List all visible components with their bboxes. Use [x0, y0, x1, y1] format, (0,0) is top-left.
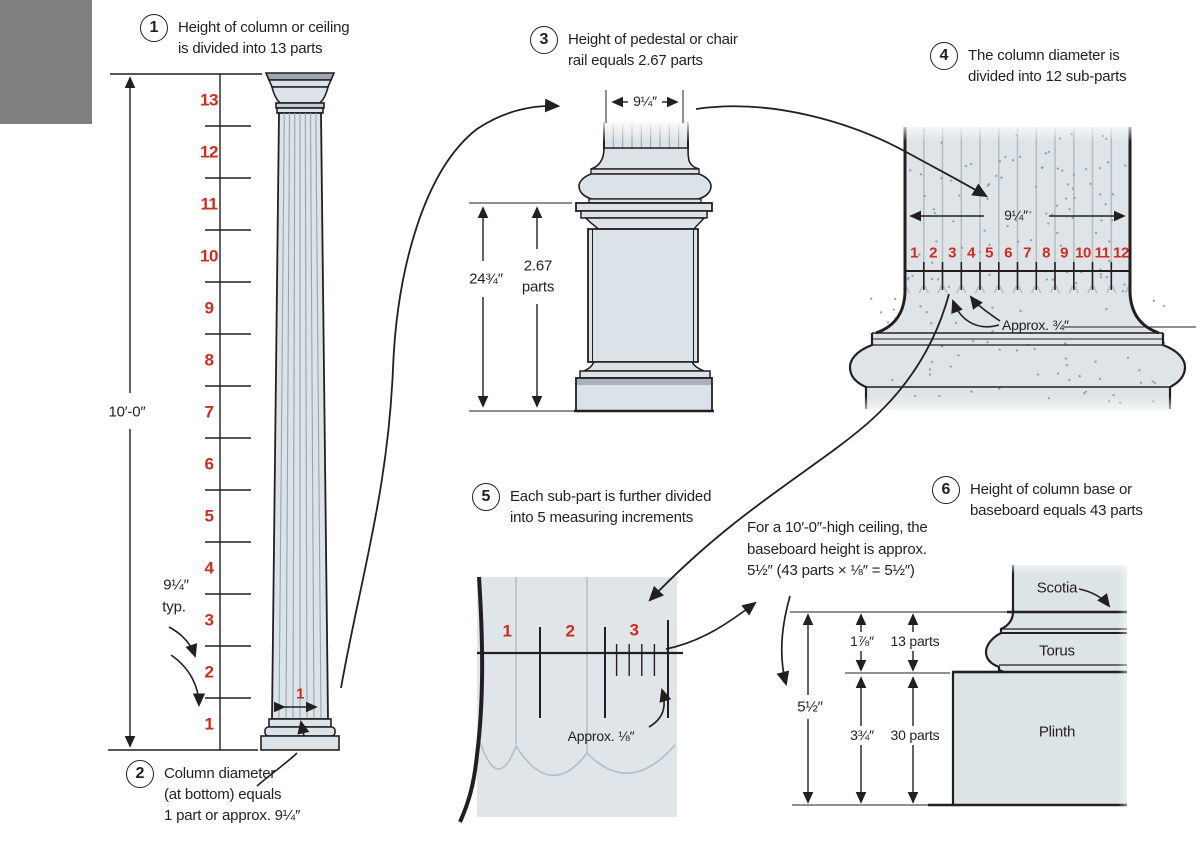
baseboard-note: For a 10′-0″-high ceiling, the baseboard…: [747, 519, 928, 579]
connector-arrow-base-to-subpart: [648, 293, 950, 602]
note-6-number-badge: 6: [932, 476, 960, 504]
scale-part-label: 5: [204, 506, 214, 526]
increment-width-dim: Approx. ⅛″: [567, 728, 635, 744]
note-1-number: 1: [149, 19, 159, 36]
sub-part-label: 1: [910, 244, 918, 262]
note-2-text: Column diameter (at bottom) equals 1 par…: [164, 765, 301, 824]
page-corner-swatch: [0, 0, 92, 124]
note-5: 5 Each sub-part is further divided into …: [472, 483, 711, 528]
sub-part-label: 10: [1075, 244, 1091, 262]
sub-part-label: 6: [1004, 244, 1012, 262]
baseboard-profile-drawing: [665, 558, 1138, 810]
sub-part-label: 4: [967, 244, 975, 262]
note-6: 6 Height of column base or baseboard equ…: [932, 476, 1143, 521]
scale-part-label: 1: [204, 714, 214, 734]
connector-arrow-pedestal-to-base: [695, 105, 988, 198]
sub-part-label: 5: [985, 244, 993, 262]
note-1: 1 Height of column or ceiling is divided…: [140, 14, 350, 59]
pedestal-drawing: [469, 90, 714, 413]
note-3-number-badge: 3: [530, 26, 558, 54]
column-part-one-label: 1: [296, 685, 304, 703]
note-3: 3 Height of pedestal or chair rail equal…: [530, 26, 738, 71]
note-5-text: Each sub-part is further divided into 5 …: [510, 488, 712, 526]
note-4: 4 The column diameter is divided into 12…: [930, 42, 1127, 87]
sub-part-label: 3: [948, 244, 956, 262]
subpart-width-dim: Approx. ¾″: [1002, 317, 1069, 333]
cap-height-parts-dim: 13 parts: [890, 633, 940, 649]
scale-part-label: 12: [200, 142, 218, 162]
note-4-number: 4: [939, 47, 949, 64]
scale-part-label: 6: [204, 454, 214, 474]
plinth-height-inches-dim: 3¾″: [850, 727, 874, 743]
note-2: 2 Column diameter (at bottom) equals 1 p…: [126, 760, 300, 826]
scale-part-label: 2: [204, 662, 214, 682]
subpart-closeup-drawing: [458, 576, 683, 823]
connector-arrow-column-to-pedestal: [340, 98, 561, 689]
increment-label: 2: [565, 621, 575, 641]
note-2-number-badge: 2: [126, 760, 154, 788]
note-6-number: 6: [941, 481, 951, 498]
sub-part-label: 7: [1023, 244, 1031, 262]
pedestal-height-inches-dim: 24¾″: [469, 270, 503, 288]
part-typical-dim-line2: typ.: [162, 598, 186, 616]
sub-part-label: 9: [1060, 244, 1068, 262]
scale-part-label: 8: [204, 350, 214, 370]
note-3-number: 3: [539, 31, 549, 48]
increment-label: 3: [629, 620, 639, 640]
note-6-text: Height of column base or baseboard equal…: [970, 481, 1143, 519]
torus-label: Torus: [1039, 642, 1075, 660]
note-1-number-badge: 1: [140, 14, 168, 42]
note-1-text: Height of column or ceiling is divided i…: [178, 19, 350, 57]
scale-part-label: 3: [204, 610, 214, 630]
pedestal-height-parts-dim-line2: parts: [521, 278, 555, 296]
baseboard-height-dim: 5½″: [797, 698, 823, 716]
sub-part-label: 8: [1042, 244, 1050, 262]
sub-part-label: 2: [929, 244, 937, 262]
note-5-number: 5: [481, 488, 491, 505]
scale-part-label: 7: [204, 402, 214, 422]
pedestal-height-parts-dim-line1: 2.67: [523, 257, 553, 275]
plinth-height-parts-dim: 30 parts: [890, 727, 940, 743]
sub-part-label: 12: [1113, 244, 1129, 262]
scale-part-label: 13: [200, 90, 218, 110]
note-4-text: The column diameter is divided into 12 s…: [968, 47, 1127, 85]
increment-label: 1: [502, 621, 512, 641]
scale-part-label: 10: [200, 246, 218, 266]
column-elevation-drawing: [108, 72, 340, 787]
plinth-label: Plinth: [1038, 723, 1076, 741]
pedestal-width-dim: 9¼″: [633, 93, 657, 109]
note-4-number-badge: 4: [930, 42, 958, 70]
sub-part-label: 11: [1094, 244, 1110, 262]
scale-part-label: 9: [204, 298, 214, 318]
scale-part-label: 11: [200, 194, 218, 214]
ceiling-height-dim: 10′-0″: [108, 403, 146, 421]
part-typical-dim-line1: 9¼″: [163, 576, 189, 594]
scotia-label: Scotia: [1036, 579, 1078, 597]
column-base-closeup-drawing: [845, 120, 1196, 418]
note-5-number-badge: 5: [472, 483, 500, 511]
note-2-number: 2: [135, 765, 145, 782]
note-3-text: Height of pedestal or chair rail equals …: [568, 31, 738, 69]
column-diameter-dim: 9¼″: [1004, 207, 1028, 223]
cap-height-inches-dim: 1⅞″: [850, 633, 874, 649]
scale-part-label: 4: [204, 558, 214, 578]
